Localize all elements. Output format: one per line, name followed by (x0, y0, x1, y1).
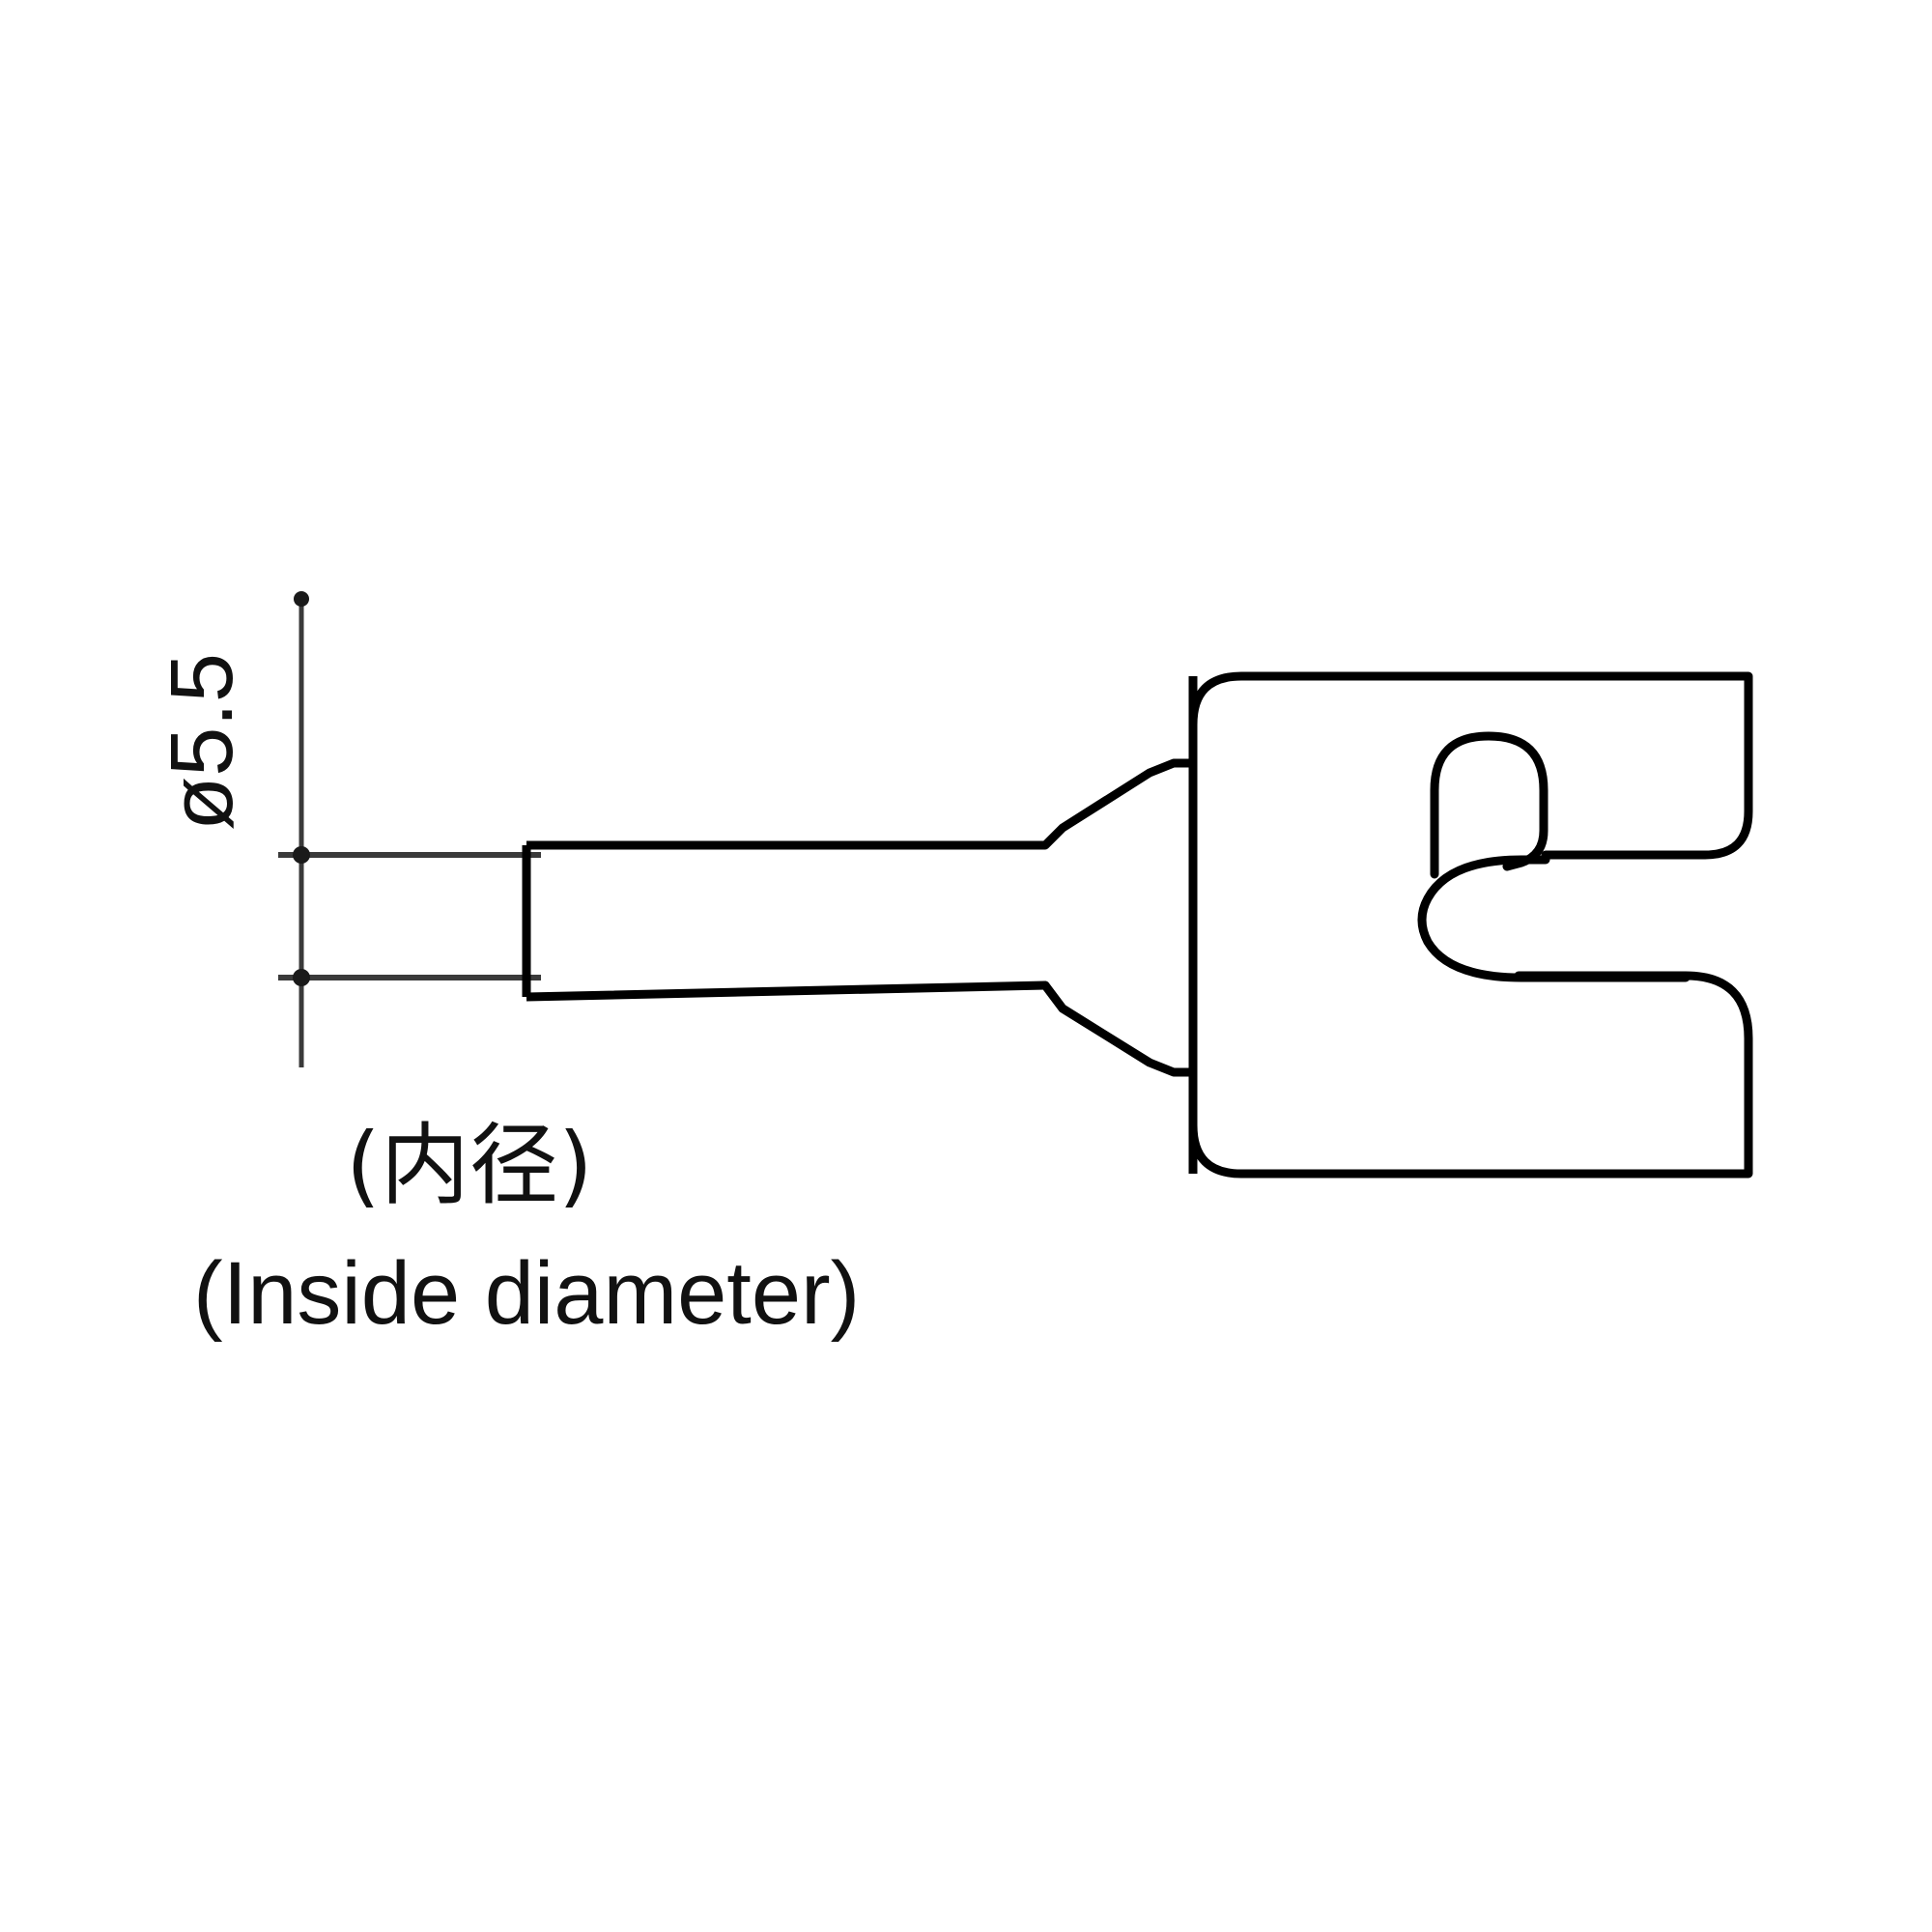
nozzle-body-block (1188, 671, 1753, 1179)
centerline-top-dot (294, 591, 309, 607)
lower-notch-slot (1417, 855, 1690, 982)
tube-outline (522, 840, 1046, 1002)
tapered-transition (1040, 676, 1198, 1174)
flare-outline (1040, 758, 1198, 1077)
upper-dimension-tick-dot (293, 846, 310, 864)
dimension-annotation-group: ø5.5 (153, 591, 541, 1067)
upper-notch-slot (1430, 731, 1548, 879)
nozzle-tube (522, 840, 1046, 1002)
lower-dimension-tick-dot (293, 969, 310, 986)
japanese-inside-diameter-label: (内径) (346, 1114, 593, 1217)
english-inside-diameter-label: (Inside diameter) (193, 1244, 860, 1343)
body-outer-outline (1188, 671, 1753, 1179)
diameter-dimension-label: ø5.5 (153, 653, 251, 831)
